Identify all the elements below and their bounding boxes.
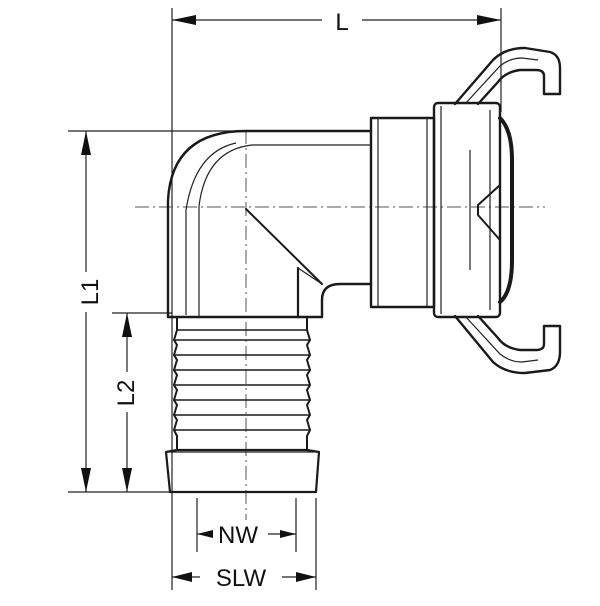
dimension-L: [172, 15, 501, 25]
dimension-label-L2: L2: [113, 380, 140, 407]
extension-lines: [68, 8, 502, 590]
dimension-label-SLW: SLW: [216, 565, 267, 592]
dimension-NW: [197, 530, 296, 538]
coupling-collar: [369, 101, 514, 319]
dimension-label-L1: L1: [77, 279, 104, 306]
dimension-label-NW: NW: [218, 522, 258, 549]
dimension-L1: [81, 131, 91, 492]
hose-tail: [164, 315, 324, 494]
dimension-SLW: [172, 572, 316, 582]
center-lines: [135, 130, 545, 520]
dimension-L2: [122, 313, 132, 492]
dimension-label-L: L: [335, 9, 348, 36]
elbow-body: [166, 129, 373, 319]
claw-lugs: [453, 46, 562, 375]
